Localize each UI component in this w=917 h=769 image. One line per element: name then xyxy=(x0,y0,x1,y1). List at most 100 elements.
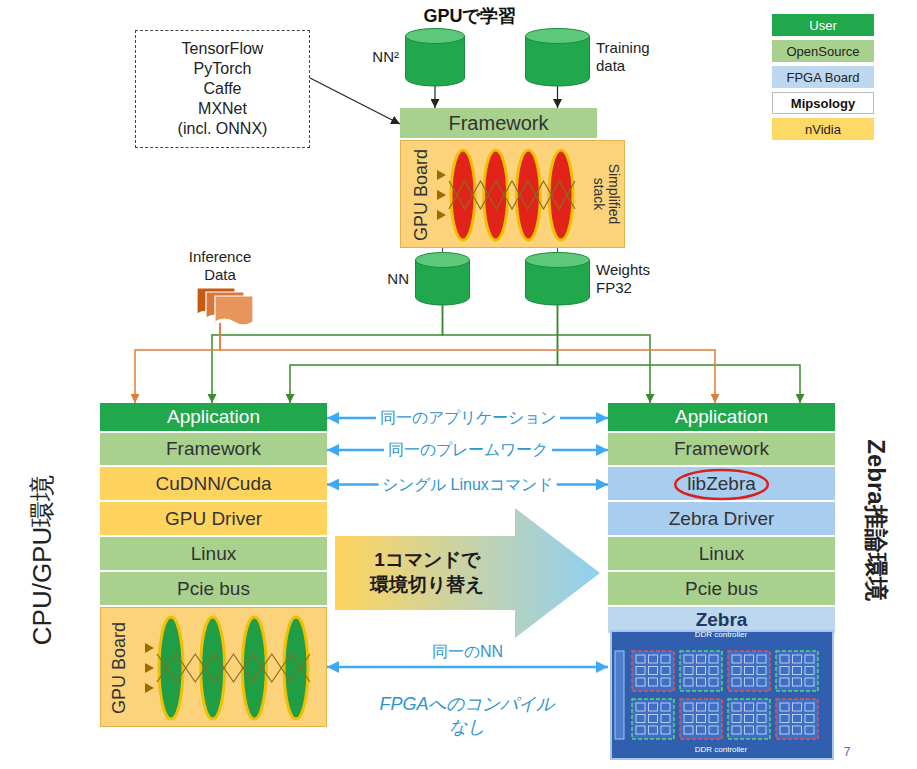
neuron-layer xyxy=(549,150,573,240)
compute-cell xyxy=(684,726,693,734)
neuron-layer xyxy=(284,617,308,719)
framework-name: PyTorch xyxy=(194,59,252,79)
compute-cell xyxy=(649,703,658,711)
connector xyxy=(558,305,801,403)
layer-label: Application xyxy=(167,406,260,428)
cylinder-shape xyxy=(525,28,590,86)
compute-cell xyxy=(757,726,766,734)
compute-cell xyxy=(661,655,670,663)
compute-cell xyxy=(636,678,645,686)
compute-cell xyxy=(732,703,741,711)
compute-cell xyxy=(793,667,802,675)
legend-swatch: nVidia xyxy=(772,118,874,140)
side-title: CPU/GPU環境 xyxy=(25,475,60,645)
data-cylinder: Training data xyxy=(525,28,590,86)
layer-band: CuDNN/Cuda xyxy=(100,467,327,502)
connector xyxy=(557,248,558,252)
framework-name: Caffe xyxy=(204,79,242,99)
synapse-line xyxy=(157,654,310,682)
legend-swatch: User xyxy=(772,14,874,36)
neuron-layer xyxy=(159,617,183,719)
compute-cell xyxy=(661,715,670,723)
input-arrow xyxy=(437,170,446,180)
compute-block xyxy=(728,699,770,739)
compute-cell xyxy=(649,655,658,663)
input-arrow xyxy=(145,683,154,693)
compute-block xyxy=(728,651,770,691)
layer-label: GPU Driver xyxy=(165,508,262,530)
neuron-layer xyxy=(451,150,475,240)
compute-cell xyxy=(745,667,754,675)
layer-band: GPU Driver xyxy=(100,502,327,537)
compute-cell xyxy=(684,703,693,711)
compute-cell xyxy=(793,703,802,711)
edge-label: 同一のプレームワーク xyxy=(384,440,552,461)
cylinder-label: NN xyxy=(379,270,409,288)
compute-cell xyxy=(709,703,718,711)
compute-cell xyxy=(709,655,718,663)
compute-cell xyxy=(780,703,789,711)
layer-label: Pcie bus xyxy=(685,578,758,600)
compute-cell xyxy=(697,726,706,734)
compute-cell xyxy=(793,655,802,663)
compute-cell xyxy=(732,655,741,663)
highlight-ellipse xyxy=(675,470,768,499)
cylinder-label: NN² xyxy=(359,48,399,66)
layer-band: libZebra xyxy=(608,467,835,502)
pcie-block xyxy=(615,651,624,739)
compute-cell xyxy=(793,715,802,723)
compute-cell xyxy=(636,715,645,723)
cylinder-shape xyxy=(525,252,590,305)
compute-cell xyxy=(709,678,718,686)
weights-cylinder: Weights FP32 xyxy=(525,252,590,305)
layer-label: Framework xyxy=(448,112,548,135)
layer-label: Linux xyxy=(191,543,236,565)
compute-cell xyxy=(745,703,754,711)
cylinder-top xyxy=(406,29,465,44)
compute-block xyxy=(632,651,674,691)
chip-die xyxy=(611,631,833,759)
cylinder-top xyxy=(526,253,590,268)
compute-cell xyxy=(805,703,814,711)
compute-cell xyxy=(780,715,789,723)
compute-cell xyxy=(636,703,645,711)
compute-cell xyxy=(684,678,693,686)
compute-cell xyxy=(732,715,741,723)
legend-swatch: Mipsology xyxy=(772,92,874,114)
compute-cell xyxy=(805,655,814,663)
layer-label: Framework xyxy=(166,438,261,460)
layer-label: libZebra xyxy=(687,473,756,495)
compute-cell xyxy=(757,655,766,663)
compute-cell xyxy=(636,726,645,734)
connector xyxy=(310,78,400,124)
edge-label: シングル Linuxコマンド xyxy=(378,474,557,495)
compute-cell xyxy=(780,655,789,663)
compute-cell xyxy=(780,667,789,675)
input-arrow xyxy=(145,663,154,673)
compute-cell xyxy=(684,655,693,663)
compute-cell xyxy=(661,678,670,686)
compute-cell xyxy=(805,726,814,734)
framework-name: MXNet xyxy=(198,99,247,119)
compute-cell xyxy=(684,715,693,723)
connector xyxy=(290,305,558,403)
compute-cell xyxy=(780,726,789,734)
edge-label: 同一のアプリケーション xyxy=(376,408,560,429)
page-number: 7 xyxy=(844,745,851,759)
chip-part-label: DDR controller xyxy=(695,745,747,754)
switch-label: 1コマンドで 環境切り替え xyxy=(343,536,511,610)
layer-label: Pcie bus xyxy=(177,578,250,600)
compute-cell xyxy=(732,678,741,686)
connector xyxy=(443,305,651,403)
note-text: FPGAへのコンパイル なし xyxy=(372,693,562,738)
compute-cell xyxy=(793,678,802,686)
compute-cell xyxy=(649,715,658,723)
compute-cell xyxy=(649,678,658,686)
cylinder-top xyxy=(526,29,590,44)
connector xyxy=(135,323,220,403)
layer-label: Application xyxy=(675,406,768,428)
legend-label: Mipsology xyxy=(791,96,855,111)
layer-label: Zebra Driver xyxy=(669,508,775,530)
compute-cell xyxy=(780,678,789,686)
layer-band: Linux xyxy=(100,537,327,572)
